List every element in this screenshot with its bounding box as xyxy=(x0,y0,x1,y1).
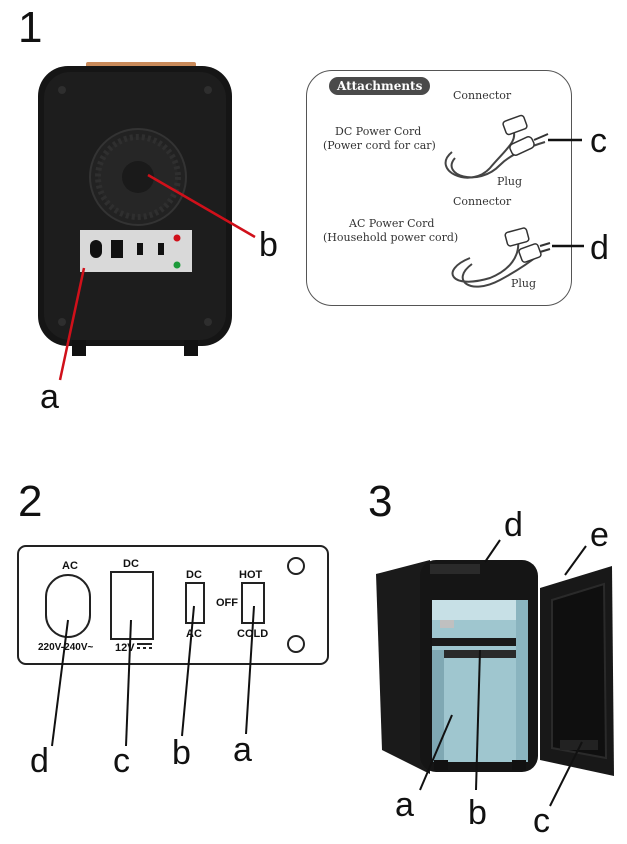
figure-1-label-a: a xyxy=(40,378,59,416)
figure-3-label-e: e xyxy=(590,516,609,554)
figure-3-label-b: b xyxy=(468,794,487,832)
figure-2-label-c: c xyxy=(113,742,130,780)
panel-dc-voltage-label: 12V xyxy=(115,642,135,654)
figure-2-label-d: d xyxy=(30,742,49,780)
ac-cord-label-line1: AC Power Cord xyxy=(349,217,435,230)
figure-3-label-a: a xyxy=(395,786,414,824)
panel-ac-label: AC xyxy=(62,560,78,572)
panel-voltage-label: 220V-240V~ xyxy=(38,642,94,653)
figure-3-label-c: c xyxy=(533,802,550,840)
panel-dc-label: DC xyxy=(123,558,139,570)
ac-connector-label: Connector xyxy=(453,195,512,208)
figure-1-label-d: d xyxy=(590,229,609,267)
dc-cord-label-line2: (Power cord for car) xyxy=(323,139,436,152)
switch-off-label: OFF xyxy=(216,597,238,609)
ac-cord-label-line2: (Household power cord) xyxy=(323,231,459,244)
figure-1-label-c: c xyxy=(590,122,607,160)
figure-3-label-d: d xyxy=(504,506,523,544)
figure-3-number: 3 xyxy=(368,477,393,526)
attachments-title: Attachments xyxy=(329,77,431,95)
ac-plug-label: Plug xyxy=(511,277,537,290)
figure-2-number: 2 xyxy=(18,477,43,526)
figure-2-label-b: b xyxy=(172,734,191,772)
figure-1-label-b: b xyxy=(259,226,278,264)
figure-2-label-a: a xyxy=(233,731,252,769)
switch2-bottom-label: COLD xyxy=(237,628,269,640)
switch2-top-label: HOT xyxy=(239,569,263,581)
dc-plug-label: Plug xyxy=(497,175,523,188)
dc-cord-label-line1: DC Power Cord xyxy=(335,125,422,138)
dc-connector-label: Connector xyxy=(453,89,512,102)
figure-1-number: 1 xyxy=(18,3,43,52)
switch1-bottom-label: AC xyxy=(186,628,202,640)
switch1-top-label: DC xyxy=(186,569,202,581)
attachments-card: Attachments Connector DC Power Cord (Pow… xyxy=(306,70,572,306)
